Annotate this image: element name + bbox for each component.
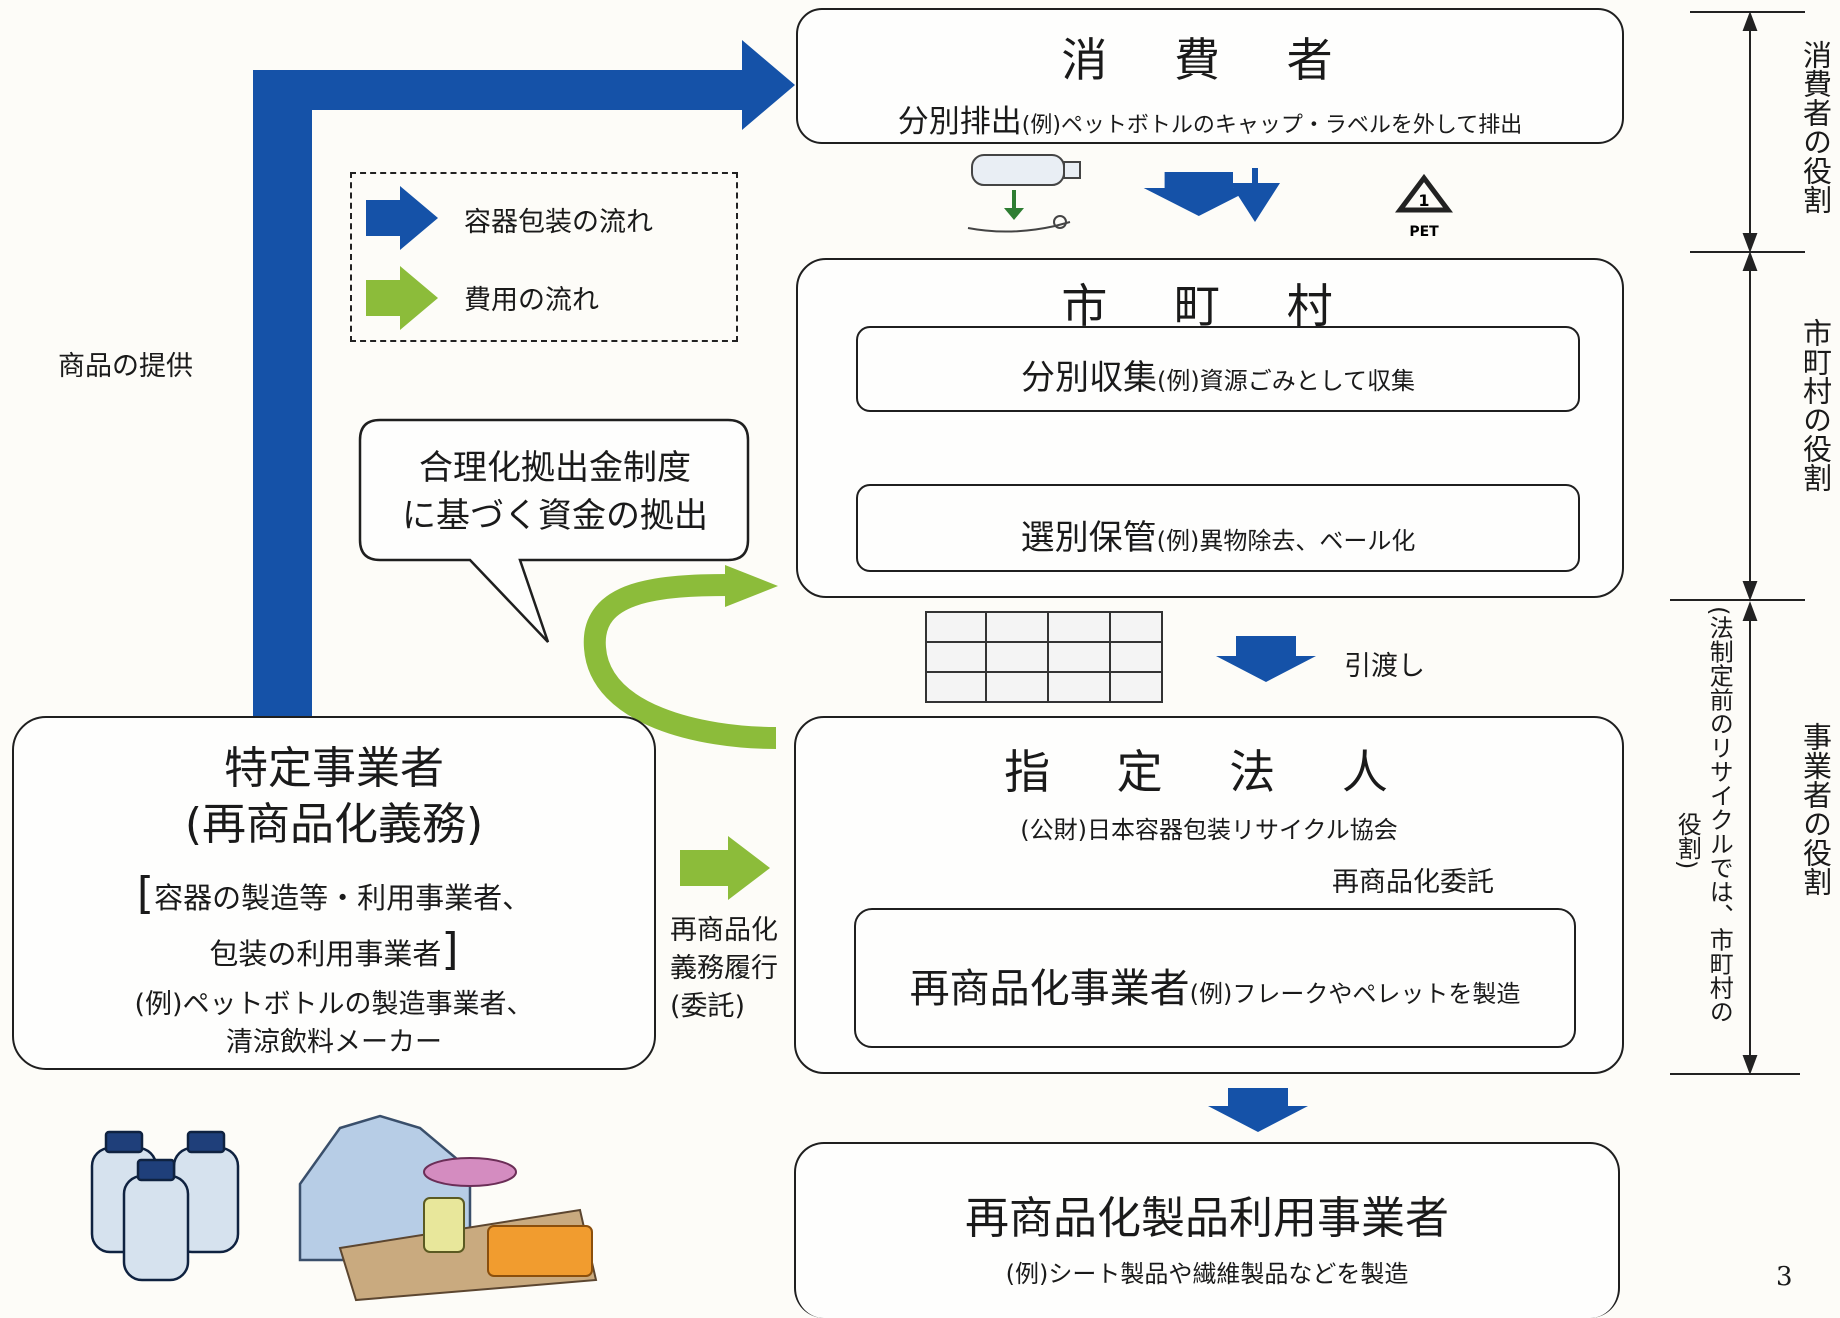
obligation-line-1: 再商品化 [670, 915, 778, 946]
municipality-title: 市 町 村 [1061, 279, 1359, 333]
storage-box: 選別保管(例)異物除去、ベール化 [856, 484, 1580, 572]
pet-bottle-icon [967, 154, 1081, 233]
down-arrow-consumer-shape [1143, 172, 1254, 216]
speech-bubble-text: 合理化拠出金制度 に基づく資金の拠出 [372, 444, 738, 540]
bales-icon [925, 611, 1163, 703]
obligation-line-3: (委託) [670, 991, 746, 1022]
role-note-2: 役割) [1673, 812, 1702, 870]
fund-curve-arrow [583, 574, 777, 749]
business-example-1: (例)ペットボトルの製造事業者、 [134, 989, 534, 1020]
speech-line-1: 合理化拠出金制度 [419, 448, 691, 488]
legend-cost-flow-label: 費用の流れ [464, 285, 599, 316]
speech-line-2: に基づく資金の拠出 [402, 496, 708, 536]
legend-container-flow-label: 容器包装の流れ [464, 207, 653, 238]
recycler-main: 再商品化事業者 [909, 966, 1190, 1012]
legend-blue-arrow [366, 186, 438, 250]
obligation-line-2: 義務履行 [670, 953, 778, 984]
business-bracket-2: 包装の利用事業者 [209, 937, 442, 971]
business-box: 特定事業者 (再商品化義務) [容器の製造等・利用事業者、 包装の利用事業者] … [12, 716, 656, 1070]
role-brackets [1670, 11, 1805, 1075]
role-note-1: (法制定前のリサイクルでは、市町村の [1705, 606, 1734, 1024]
commission-label: 再商品化委託 [1332, 867, 1494, 898]
collection-main: 分別収集 [1020, 358, 1157, 398]
page-number: 3 [1776, 1262, 1793, 1292]
speech-bubble-shape [358, 418, 750, 643]
business-title-2: (再商品化義務) [184, 799, 484, 850]
legend-box [350, 172, 738, 342]
down-arrow-handover [1216, 636, 1316, 682]
product-supply-label: 商品の提供 [58, 351, 193, 382]
designated-title: 指 定 法 人 [1004, 745, 1414, 799]
recycle-mark-icon [1395, 173, 1453, 213]
consumer-action: 分別排出 [897, 104, 1022, 140]
down-arrow-product-user [1208, 1088, 1308, 1132]
consumer-title: 消 費 者 [1061, 33, 1359, 87]
recycler-example: (例)フレークやペレットを製造 [1189, 980, 1521, 1008]
business-example-2: 清涼飲料メーカー [226, 1027, 442, 1058]
recycled-products-icon [298, 1114, 598, 1302]
recycler-box: 再商品化事業者(例)フレークやペレットを製造 [854, 908, 1576, 1048]
consumer-example: (例)ペットボトルのキャップ・ラベルを外して排出 [1021, 113, 1523, 138]
obligation-label: 再商品化 義務履行 (委託) [670, 912, 778, 1026]
designated-org: (公財)日本容器包装リサイクル協会 [1020, 816, 1398, 844]
role-municipality-label: 市町村の役割 [1798, 318, 1833, 492]
water-bottles-icon [90, 1130, 240, 1282]
product-supply-arrow [253, 40, 795, 720]
handover-label: 引渡し [1344, 651, 1425, 682]
role-consumer-label: 消費者の役割 [1798, 40, 1833, 214]
storage-main: 選別保管 [1020, 518, 1157, 558]
role-business-label: 事業者の役割 [1798, 722, 1833, 896]
consumer-box: 消 費 者 分別排出(例)ペットボトルのキャップ・ラベルを外して排出 [796, 8, 1624, 144]
pet-mark-label: PET [1409, 224, 1439, 240]
business-title-1: 特定事業者 [224, 743, 444, 794]
collection-box: 分別収集(例)資源ごみとして収集 [856, 326, 1580, 412]
collection-example: (例)資源ごみとして収集 [1156, 367, 1415, 395]
business-bracket-1: 容器の製造等・利用事業者、 [154, 881, 532, 915]
svg-text:1: 1 [1418, 191, 1429, 210]
product-user-title: 再商品化製品利用事業者 [965, 1193, 1449, 1244]
down-arrow-consumer [1230, 168, 1280, 222]
product-user-box: 再商品化製品利用事業者 (例)シート製品や繊維製品などを製造 [794, 1142, 1620, 1318]
right-arrow-obligation [680, 836, 770, 900]
storage-example: (例)異物除去、ベール化 [1156, 527, 1416, 555]
legend-green-arrow [366, 266, 438, 330]
product-user-example: (例)シート製品や繊維製品などを製造 [1005, 1260, 1409, 1288]
